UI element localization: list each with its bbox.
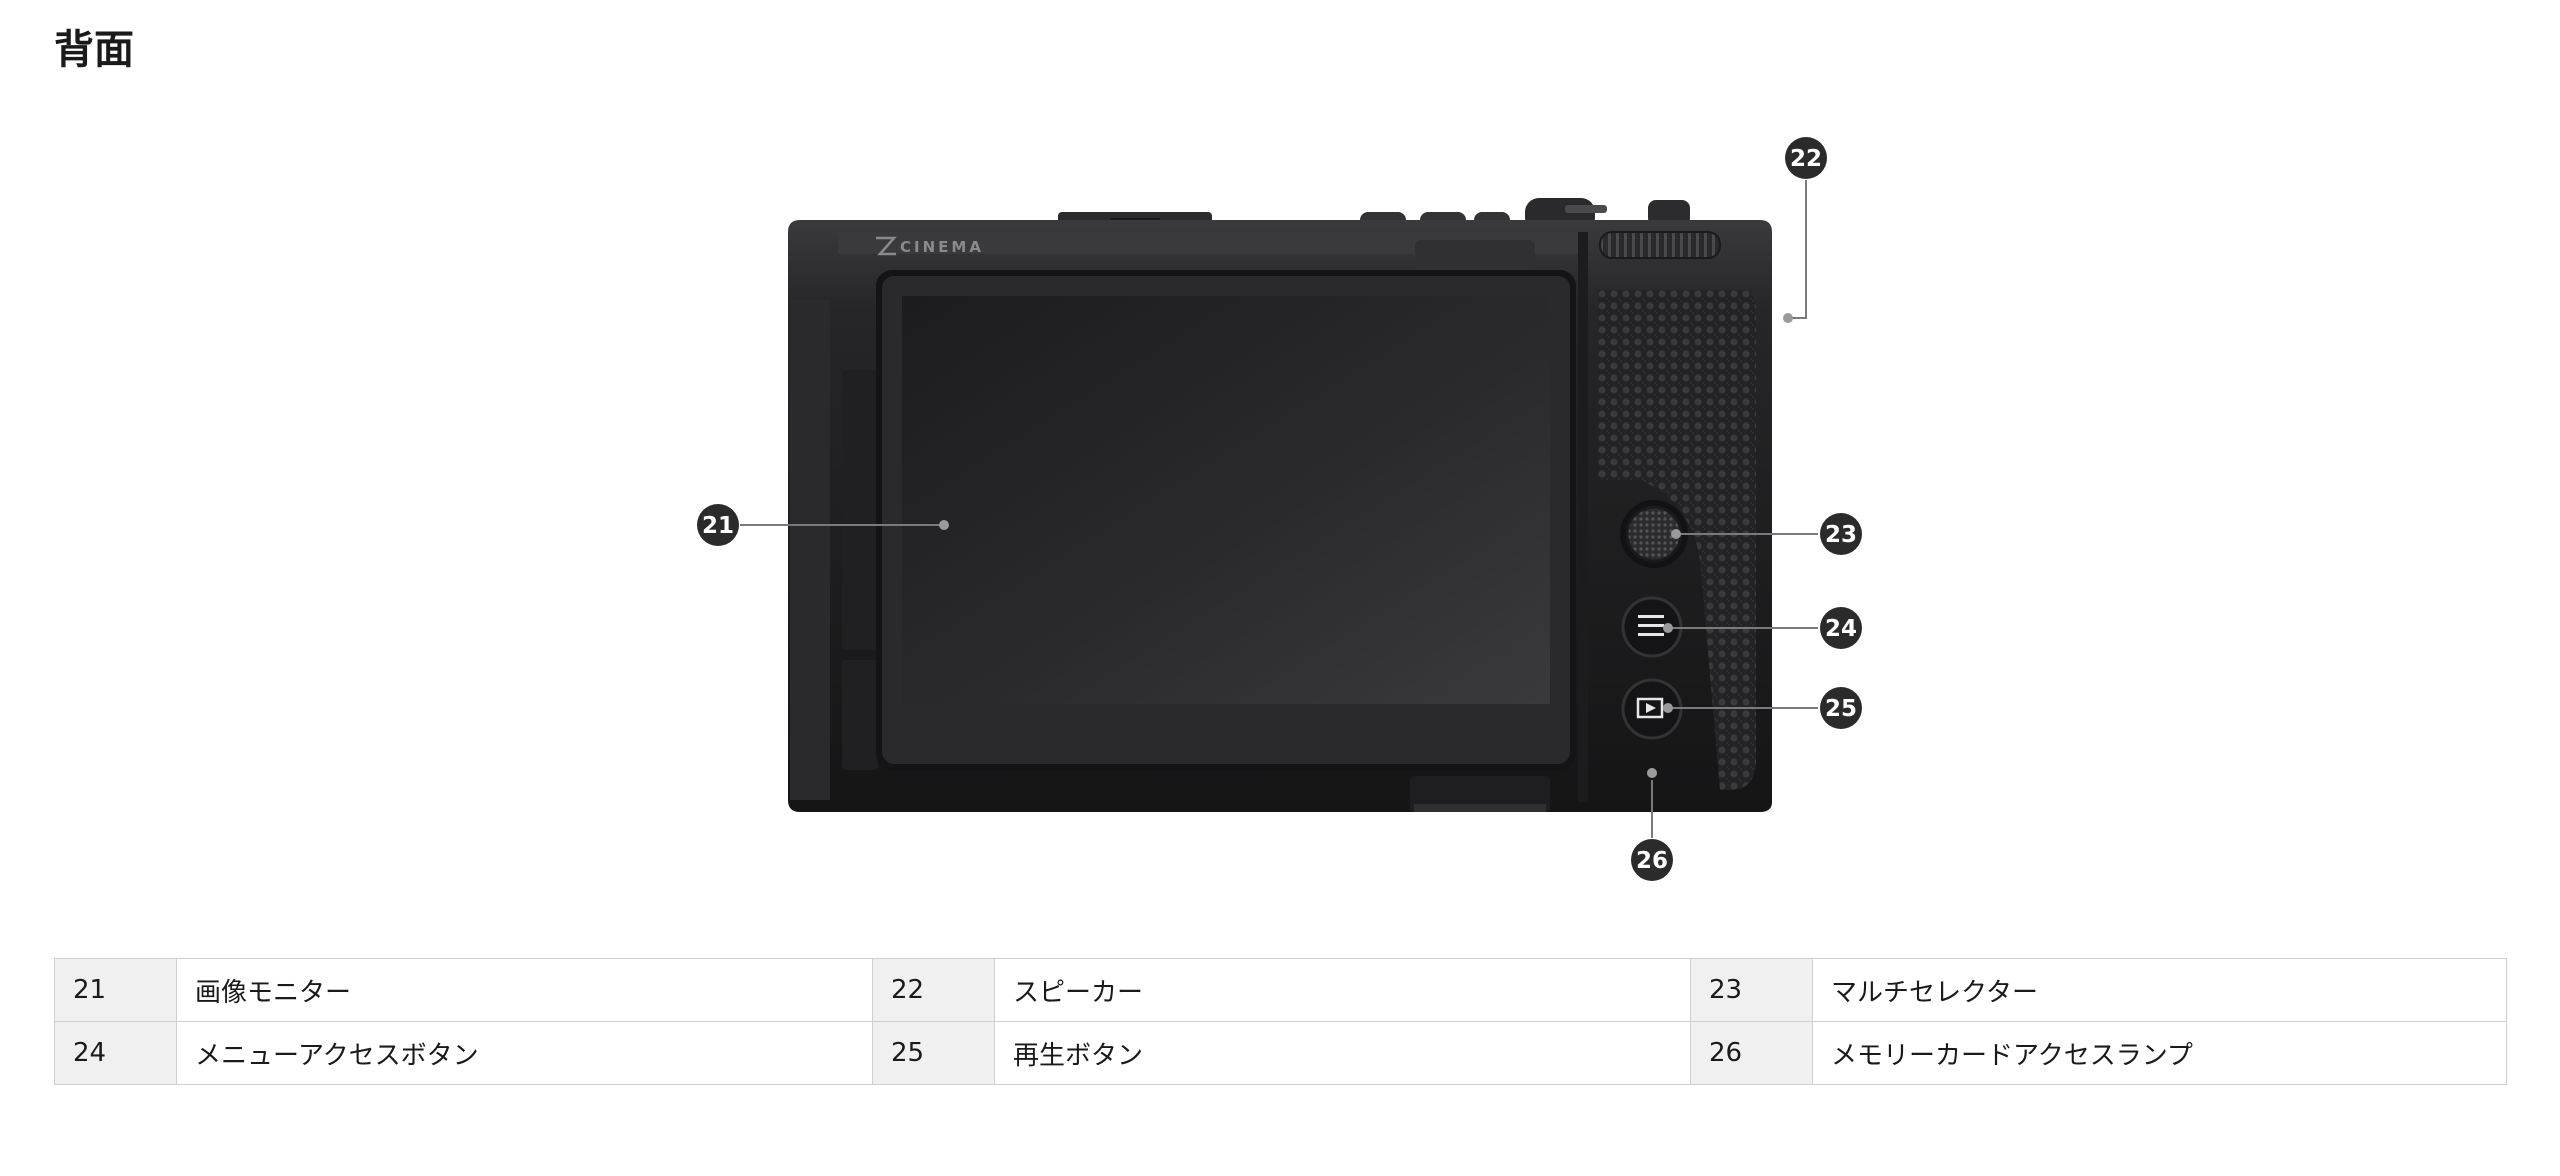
svg-text:24: 24 bbox=[1825, 616, 1857, 642]
part-label: メニューアクセスボタン bbox=[176, 1021, 873, 1085]
table-row: 24 メニューアクセスボタン 25 再生ボタン 26 メモリーカードアクセスラン… bbox=[54, 1021, 2507, 1085]
part-number: 22 bbox=[872, 958, 995, 1022]
leader-lines bbox=[740, 180, 1818, 838]
callout-26: 26 bbox=[1631, 839, 1673, 881]
svg-text:25: 25 bbox=[1825, 696, 1857, 722]
menu-icon bbox=[1638, 615, 1664, 636]
playback-button[interactable] bbox=[1621, 678, 1683, 740]
callout-23: 23 bbox=[1820, 513, 1862, 555]
command-dial bbox=[1599, 231, 1721, 259]
part-number: 23 bbox=[1690, 958, 1813, 1022]
camera-rear-figure: CINEMA bbox=[697, 137, 1862, 881]
part-number: 21 bbox=[54, 958, 177, 1022]
callout-22: 22 bbox=[1785, 137, 1827, 179]
part-number: 26 bbox=[1690, 1021, 1813, 1085]
svg-text:26: 26 bbox=[1636, 848, 1668, 874]
part-label: 再生ボタン bbox=[994, 1021, 1691, 1085]
part-label: メモリーカードアクセスランプ bbox=[1812, 1021, 2507, 1085]
callout-21: 21 bbox=[697, 504, 739, 546]
part-number: 24 bbox=[54, 1021, 177, 1085]
brand-logo-text: CINEMA bbox=[900, 238, 984, 256]
svg-text:23: 23 bbox=[1825, 522, 1857, 548]
multi-selector[interactable] bbox=[1620, 500, 1688, 568]
leader-line-dots bbox=[939, 313, 1793, 778]
part-label: マルチセレクター bbox=[1812, 958, 2507, 1022]
callout-24: 24 bbox=[1820, 607, 1862, 649]
callout-25: 25 bbox=[1820, 687, 1862, 729]
svg-text:22: 22 bbox=[1790, 146, 1822, 172]
playback-icon bbox=[1636, 697, 1664, 719]
table-row: 21 画像モニター 22 スピーカー 23 マルチセレクター bbox=[54, 958, 2507, 1022]
image-monitor bbox=[876, 270, 1576, 770]
parts-table: 21 画像モニター 22 スピーカー 23 マルチセレクター 24 メニューアク… bbox=[54, 958, 2507, 1085]
section-title: 背面 bbox=[54, 27, 134, 73]
brand-logo: CINEMA bbox=[876, 236, 984, 256]
eyepiece-bump bbox=[1415, 240, 1535, 272]
part-number: 25 bbox=[872, 1021, 995, 1085]
part-label: スピーカー bbox=[994, 958, 1691, 1022]
part-label: 画像モニター bbox=[176, 958, 873, 1022]
svg-text:21: 21 bbox=[702, 513, 734, 539]
